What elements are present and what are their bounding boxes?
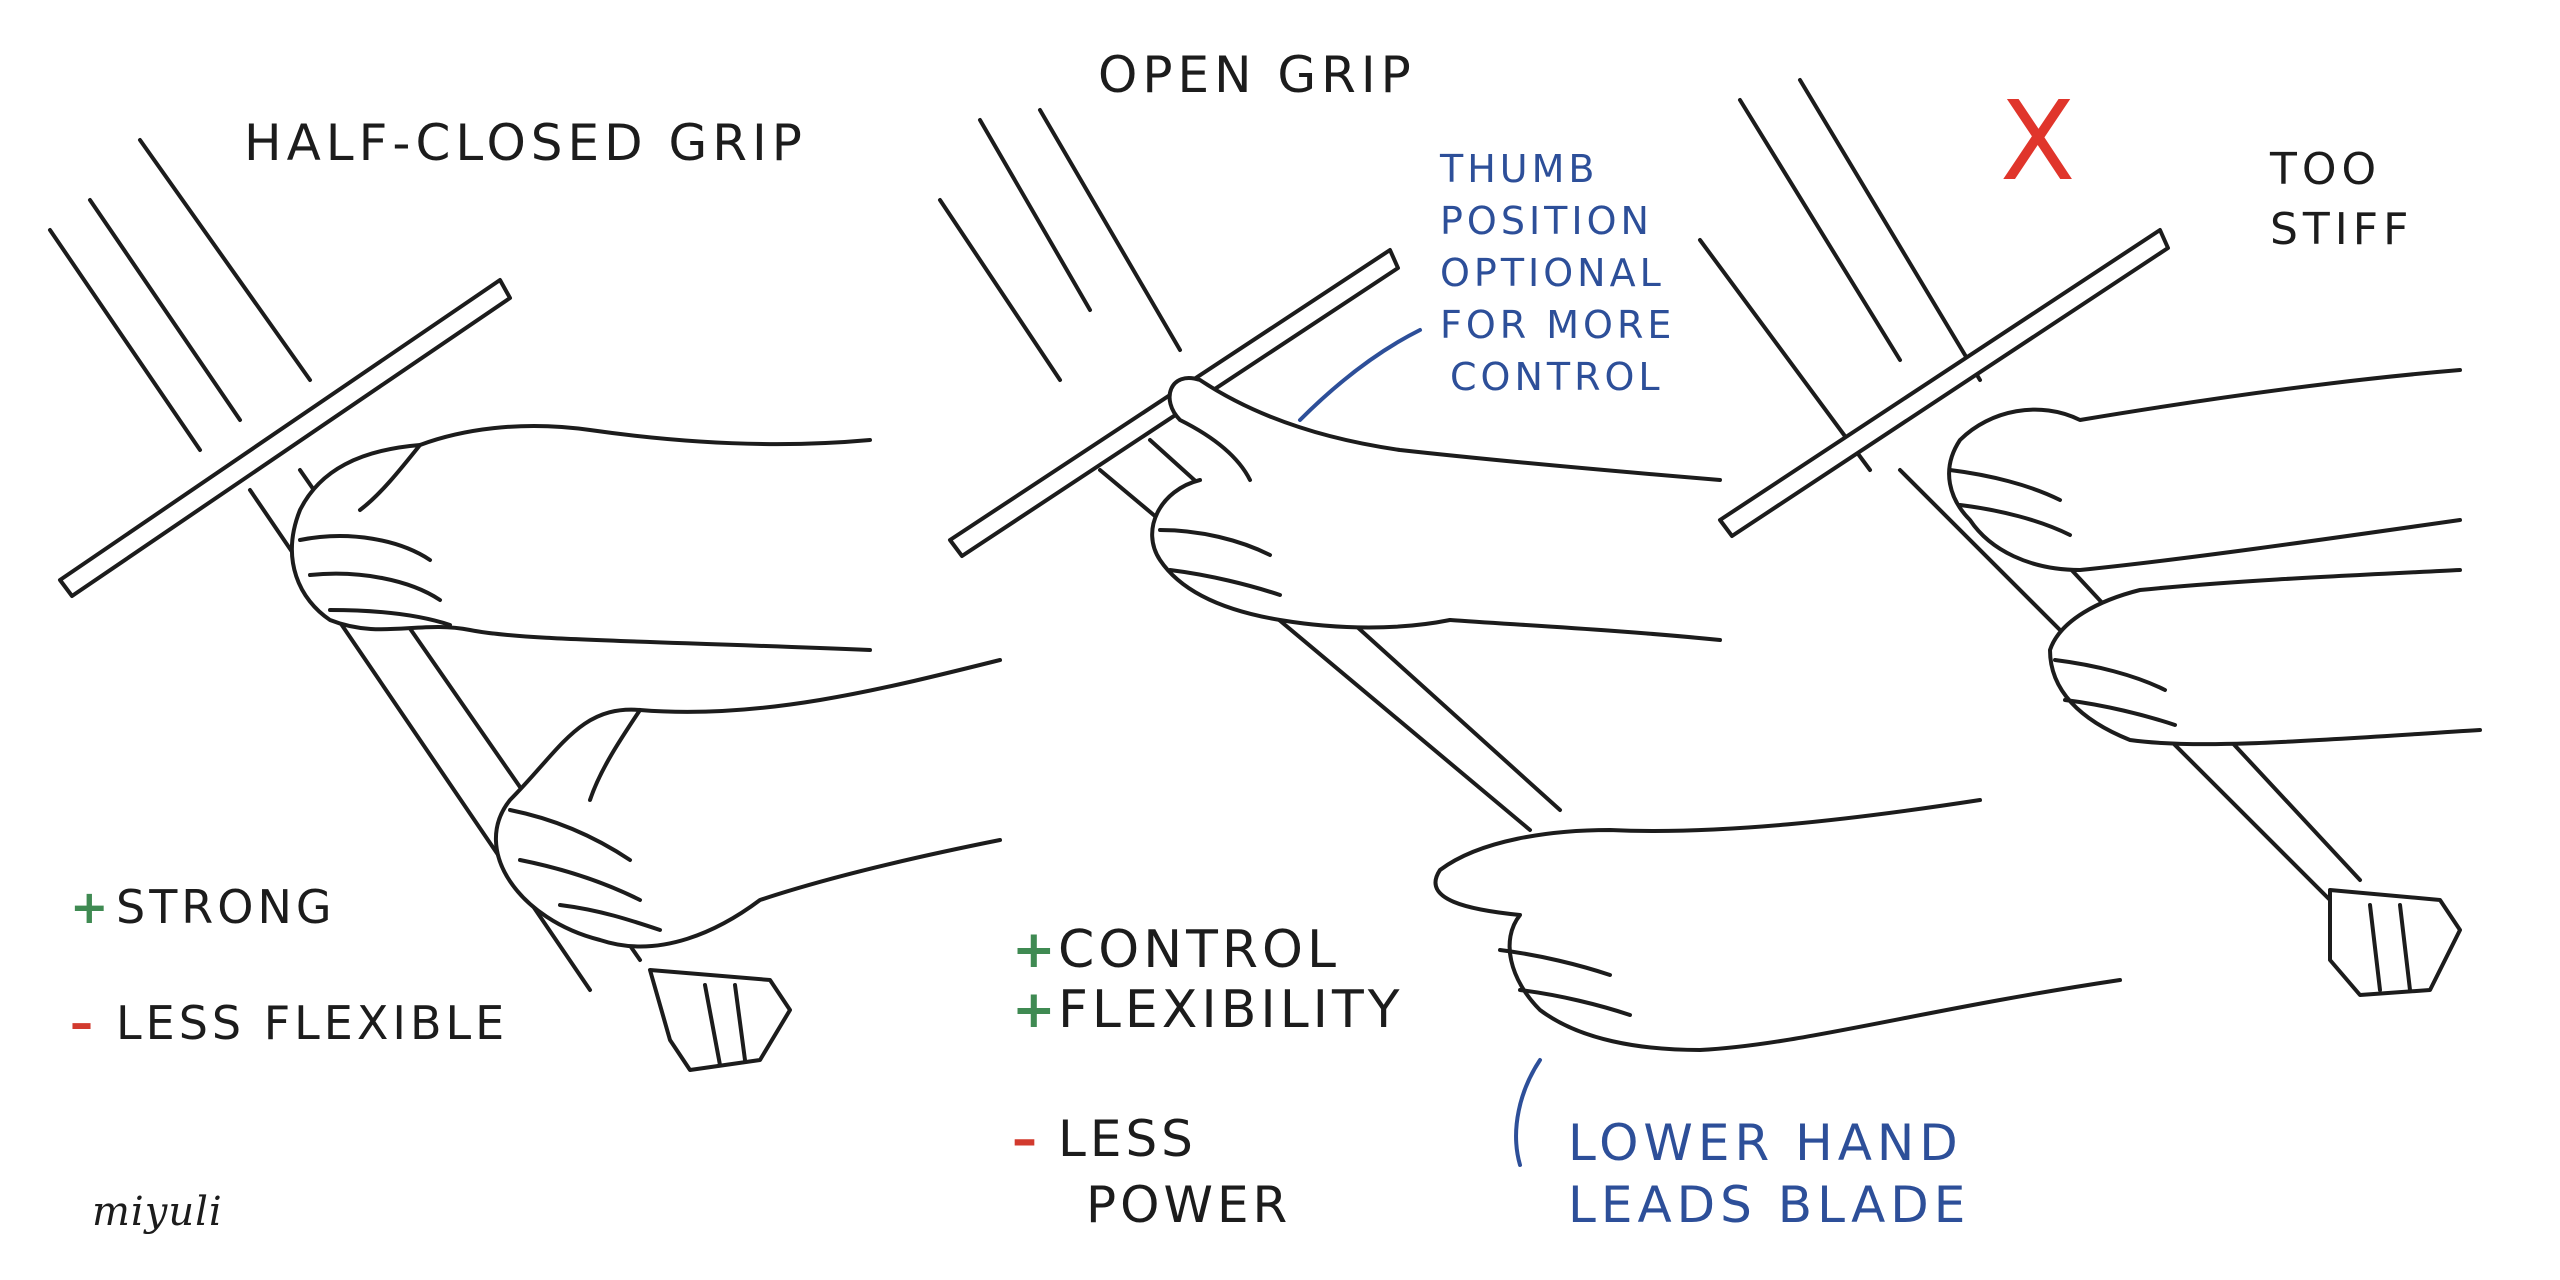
pro-label: STRONG xyxy=(116,880,336,934)
hand-upper-open xyxy=(1150,376,1722,642)
hand-lower-half-closed xyxy=(493,658,1002,949)
plus-icon: + xyxy=(70,880,113,934)
artist-signature: miyuli xyxy=(92,1189,223,1235)
hand-upper-half-closed xyxy=(290,423,872,652)
pro-item-control: +CONTROL xyxy=(1012,924,1340,976)
panel-title-open: OPEN GRIP xyxy=(1098,46,1416,104)
pro-label: FLEXIBILITY xyxy=(1058,980,1404,1040)
thumb-note-line-5: CONTROL xyxy=(1450,355,1664,399)
hand-lower-too-stiff xyxy=(2048,568,2482,747)
minus-icon: – xyxy=(70,996,97,1050)
thumb-note-line-2: POSITION xyxy=(1440,199,1653,243)
thumb-note-line-3: OPTIONAL xyxy=(1440,251,1665,295)
con-label: LESS xyxy=(1058,1110,1197,1168)
con-item-less-power: –LESS xyxy=(1012,1114,1197,1164)
panel-title-too-stiff-line-1: TOO xyxy=(2270,144,2382,195)
minus-icon: – xyxy=(1012,1110,1041,1168)
hand-lower-open xyxy=(1433,798,2122,1052)
thumb-pointer-line xyxy=(1298,328,1422,422)
hand-note-line-1: LOWER HAND xyxy=(1568,1114,1963,1172)
con-label-continued: POWER xyxy=(1086,1176,1292,1234)
lower-hand-bracket xyxy=(1514,1058,1542,1167)
plus-icon: + xyxy=(1012,920,1060,980)
thumb-note-line-1: THUMB xyxy=(1440,147,1599,191)
pro-item-flexibility: +FLEXIBILITY xyxy=(1012,984,1404,1036)
pro-item-strong: +STRONG xyxy=(70,884,336,930)
pro-label: CONTROL xyxy=(1058,920,1340,980)
hand-upper-too-stiff xyxy=(1947,368,2462,572)
wrong-cross-icon: X xyxy=(2000,77,2076,205)
hand-note-line-2: LEADS BLADE xyxy=(1568,1176,1971,1234)
panel-title-too-stiff-line-2: STIFF xyxy=(2270,204,2414,255)
thumb-note-line-4: FOR MORE xyxy=(1440,303,1676,347)
con-item-less-flexible: –LESS FLEXIBLE xyxy=(70,1000,508,1046)
con-label: LESS FLEXIBLE xyxy=(116,996,509,1050)
panel-title-half-closed: HALF-CLOSED GRIP xyxy=(244,114,807,172)
plus-icon: + xyxy=(1012,980,1060,1040)
